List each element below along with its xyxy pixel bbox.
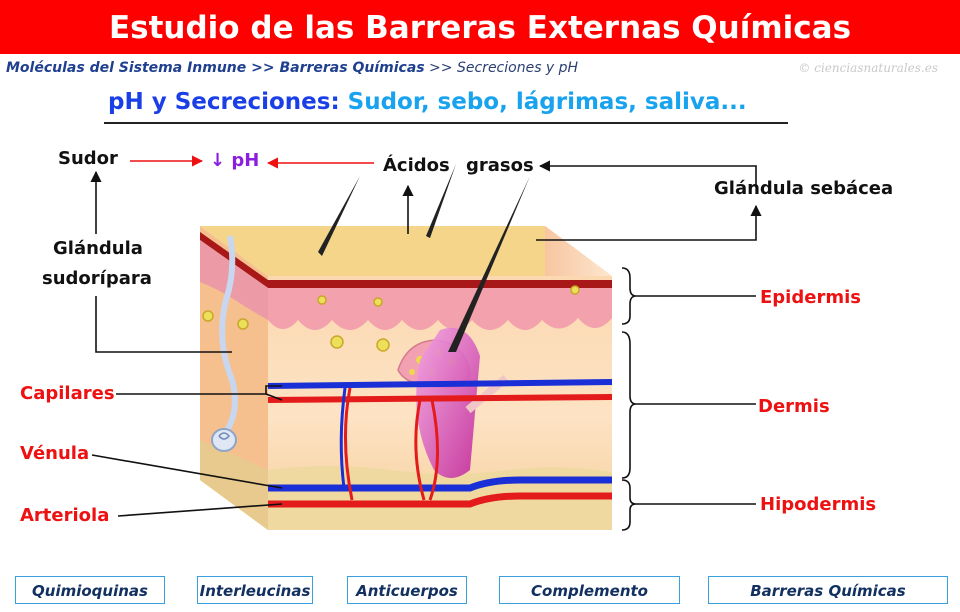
breadcrumb-item-chemical-barriers[interactable]: Barreras Químicas xyxy=(279,60,425,76)
breadcrumb: Moléculas del Sistema Inmune >> Barreras… xyxy=(6,60,578,76)
capillary-red xyxy=(267,394,613,403)
nav-anticuerpos-button[interactable]: Anticuerpos xyxy=(347,576,467,604)
connecting-vessels-blue xyxy=(339,387,347,489)
hair-shaft xyxy=(448,176,530,352)
sweat-gland-detail xyxy=(218,432,230,440)
label-dermis: Dermis xyxy=(758,396,830,417)
breadcrumb-current: Secreciones y pH xyxy=(456,60,579,76)
breadcrumb-separator: >> xyxy=(246,60,280,76)
annotation-lines xyxy=(90,155,762,531)
breadcrumb-item-molecules[interactable]: Moléculas del Sistema Inmune xyxy=(6,60,247,76)
hair-shaft-2 xyxy=(318,176,360,256)
stratum-corneum xyxy=(200,232,612,288)
label-glandula-sebacea: Glándula sebácea xyxy=(714,178,894,199)
skin-top-surface xyxy=(200,226,612,276)
label-epidermis: Epidermis xyxy=(760,287,861,308)
label-acidos: Ácidos xyxy=(383,155,450,176)
epidermis-layer xyxy=(268,288,612,330)
hair-follicle xyxy=(416,327,480,478)
connecting-vessels xyxy=(343,387,440,501)
nav-quimioquinas-button[interactable]: Quimioquinas xyxy=(15,576,165,604)
nav-interleucinas-button[interactable]: Interleucinas xyxy=(197,576,313,604)
hypodermis-side xyxy=(200,440,268,530)
label-sudor: Sudor xyxy=(58,148,118,169)
epidermis-side xyxy=(200,240,268,320)
label-venula: Vénula xyxy=(20,443,90,464)
page-title: Estudio de las Barreras Externas Química… xyxy=(0,0,960,54)
capillary-blue xyxy=(267,379,613,389)
label-grasos: grasos xyxy=(466,155,534,176)
breadcrumb-separator: >> xyxy=(424,60,457,76)
nav-barreras-quimicas-button[interactable]: Barreras Químicas xyxy=(708,576,948,604)
hair-shaft-3 xyxy=(426,164,456,238)
label-capilares: Capilares xyxy=(20,383,115,404)
epidermal-cells xyxy=(202,285,580,352)
sweat-gland-coil xyxy=(211,428,237,452)
subtitle-rest: Sudor, sebo, lágrimas, saliva... xyxy=(339,89,747,115)
nav-complemento-button[interactable]: Complemento xyxy=(499,576,680,604)
subtitle-underline xyxy=(104,122,788,124)
arteriole-vessel xyxy=(268,492,612,508)
venule-vessel xyxy=(268,476,612,492)
label-glandula-sudoripara-2: sudorípara xyxy=(42,268,152,289)
watermark: © cienciasnaturales.es xyxy=(798,61,938,75)
subtitle-lead: pH y Secreciones: xyxy=(108,89,340,115)
label-glandula-sudoripara-1: Glándula xyxy=(53,238,143,259)
subtitle: pH y Secreciones: Sudor, sebo, lágrimas,… xyxy=(108,89,747,115)
sweat-duct xyxy=(219,235,238,434)
label-ph: ↓ pH xyxy=(210,150,260,171)
label-arteriola: Arteriola xyxy=(20,505,110,526)
label-hipodermis: Hipodermis xyxy=(760,494,877,515)
